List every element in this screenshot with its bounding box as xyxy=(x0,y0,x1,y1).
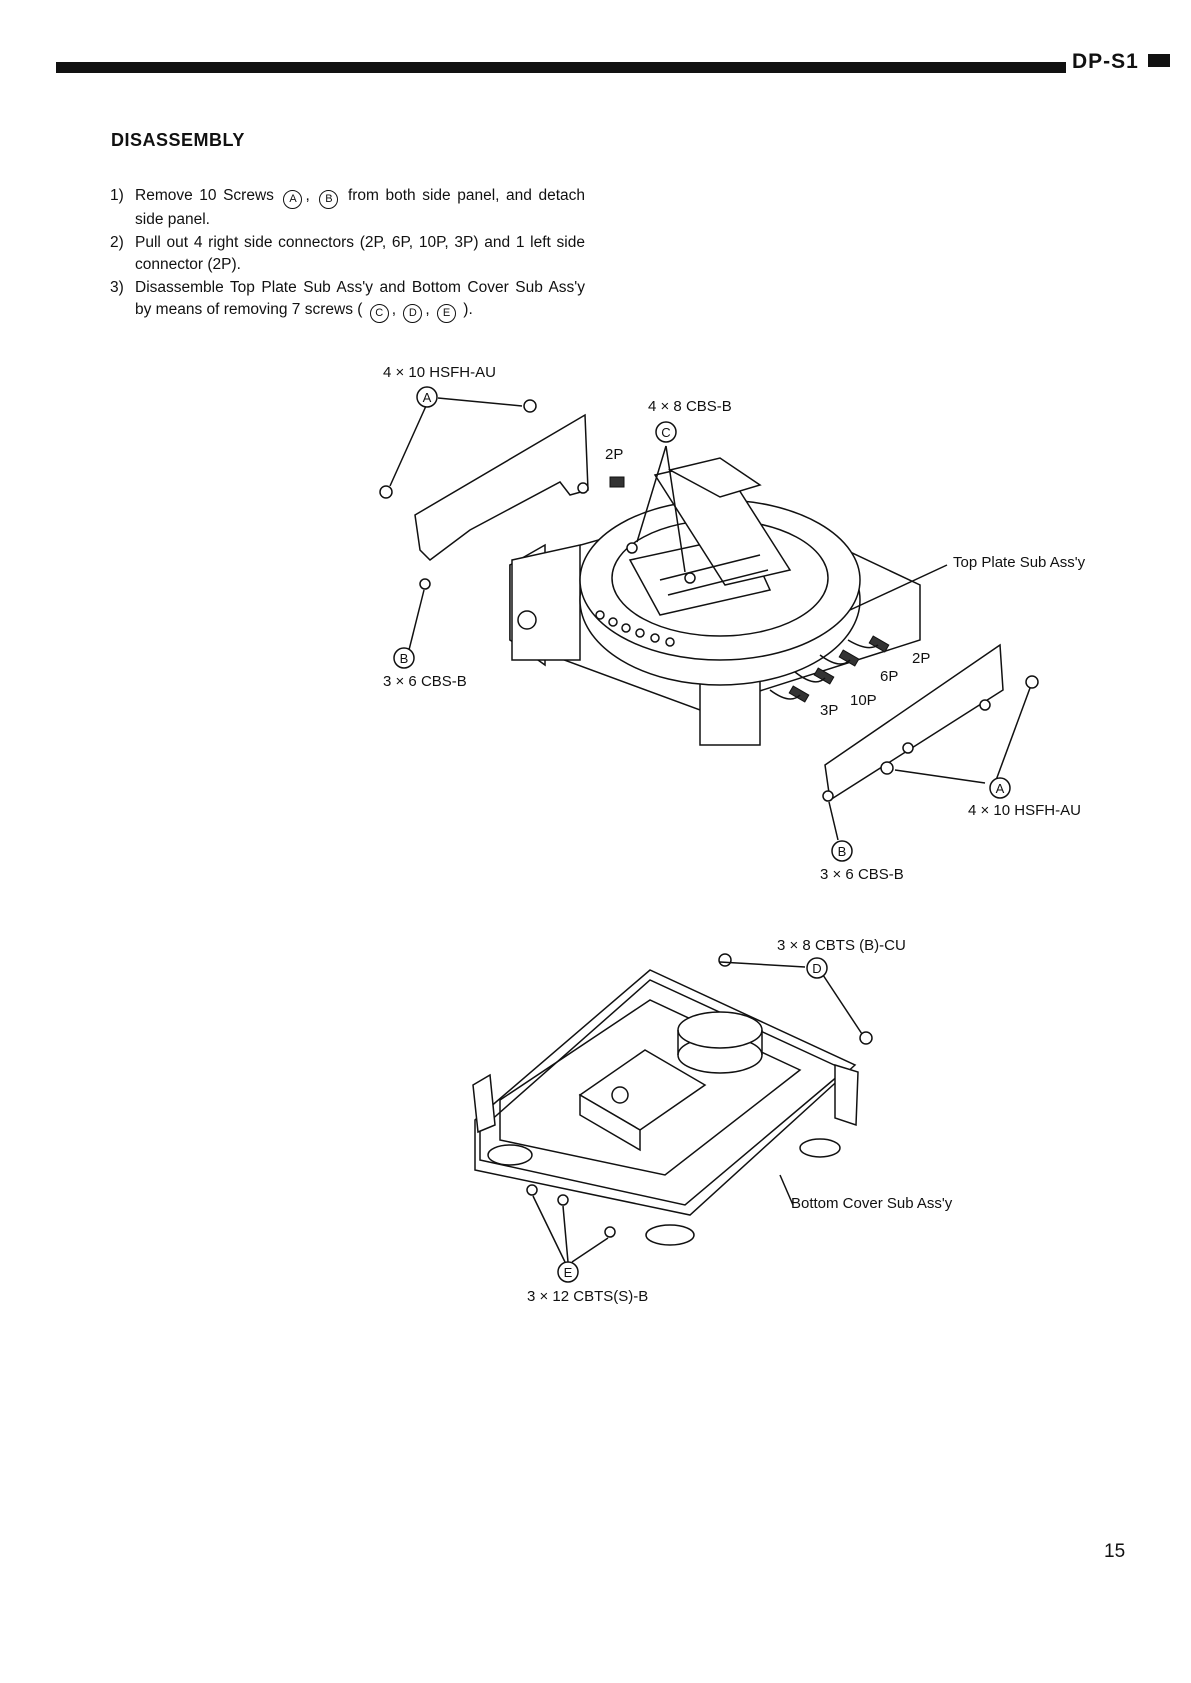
marker-a-icon: A xyxy=(423,390,432,405)
connector-2p-label: 2P xyxy=(912,650,931,667)
marker-c-icon: C xyxy=(661,425,670,440)
instruction-step-3: 3) Disassemble Top Plate Sub Ass'y and B… xyxy=(110,277,585,323)
step-text: ). xyxy=(463,301,473,318)
player-top-drawing: A B C A B xyxy=(379,386,1039,862)
left-connector-2p-label: 2P xyxy=(605,446,624,463)
step-number: 2) xyxy=(110,234,124,251)
connector-3p-label: 3P xyxy=(820,702,839,719)
screw-b-left-label: 3 × 6 CBS-B xyxy=(383,673,467,690)
marker-d-icon: D xyxy=(403,304,423,323)
connector-10p-label: 10P xyxy=(850,692,877,709)
marker-d-icon: D xyxy=(812,961,821,976)
step-text: Remove 10 Screws xyxy=(135,187,274,204)
instruction-step-1: 1) Remove 10 Screws A, B from both side … xyxy=(110,187,585,228)
marker-b-icon: B xyxy=(400,651,409,666)
step-number: 1) xyxy=(110,187,124,204)
step-text: from both side panel, and detach side pa… xyxy=(135,187,585,228)
marker-e-icon: E xyxy=(436,304,456,323)
marker-e-icon: E xyxy=(564,1265,573,1280)
top-plate-label: Top Plate Sub Ass'y xyxy=(953,554,1086,571)
marker-c-icon: C xyxy=(369,304,389,323)
screw-e-label: 3 × 12 CBTS(S)-B xyxy=(527,1288,649,1305)
marker-a-icon: A xyxy=(283,190,303,209)
bottom-cover-label: Bottom Cover Sub Ass'y xyxy=(791,1195,953,1212)
step-text: Disassemble Top Plate Sub Ass'y and Bott… xyxy=(135,279,585,318)
marker-a-icon: A xyxy=(996,781,1005,796)
instruction-list: 1) Remove 10 Screws A, B from both side … xyxy=(110,185,585,324)
model-label: DP-S1 xyxy=(1072,50,1139,73)
screw-a-right-label: 4 × 10 HSFH-AU xyxy=(968,802,1081,819)
connector-6p-label: 6P xyxy=(880,668,899,685)
marker-b-icon: B xyxy=(838,844,847,859)
screw-c-label: 4 × 8 CBS-B xyxy=(648,398,732,415)
marker-b-icon: B xyxy=(319,190,339,209)
step-text: Pull out 4 right side connectors (2P, 6P… xyxy=(135,234,585,273)
bottom-cover-drawing: D E xyxy=(472,953,873,1283)
page-number: 15 xyxy=(1104,1541,1126,1562)
instruction-step-2: 2) Pull out 4 right side connectors (2P,… xyxy=(110,232,585,276)
header-block-mark xyxy=(1148,54,1170,67)
screw-b-right-label: 3 × 6 CBS-B xyxy=(820,866,904,883)
section-title: DISASSEMBLY xyxy=(111,130,245,150)
step-number: 3) xyxy=(110,279,124,296)
screw-d-label: 3 × 8 CBTS (B)-CU xyxy=(777,937,906,954)
screw-a-top-label: 4 × 10 HSFH-AU xyxy=(383,364,496,381)
header-rule xyxy=(56,62,1066,73)
